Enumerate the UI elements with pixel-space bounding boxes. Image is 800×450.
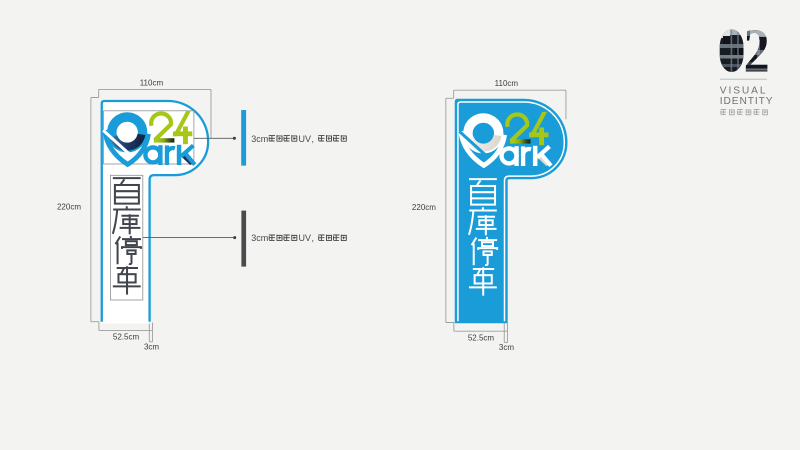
svg-text:110cm: 110cm xyxy=(140,78,164,87)
svg-text:VISUAL: VISUAL xyxy=(720,86,768,97)
svg-text:3cm: 3cm xyxy=(144,342,159,351)
svg-text:220cm: 220cm xyxy=(57,202,81,211)
svg-text:52.5cm: 52.5cm xyxy=(113,333,140,342)
svg-text:UV: UV xyxy=(299,233,312,243)
svg-text:,: , xyxy=(312,134,315,144)
svg-text:UV: UV xyxy=(299,134,312,144)
svg-text:,: , xyxy=(312,233,315,243)
svg-text:3cm: 3cm xyxy=(251,233,268,243)
svg-text:220cm: 220cm xyxy=(412,203,436,212)
svg-text:3cm: 3cm xyxy=(251,134,268,144)
svg-text:3cm: 3cm xyxy=(499,343,514,352)
svg-text:110cm: 110cm xyxy=(495,79,519,88)
svg-text:52.5cm: 52.5cm xyxy=(468,333,495,342)
svg-text:IDENTITY: IDENTITY xyxy=(720,96,774,107)
